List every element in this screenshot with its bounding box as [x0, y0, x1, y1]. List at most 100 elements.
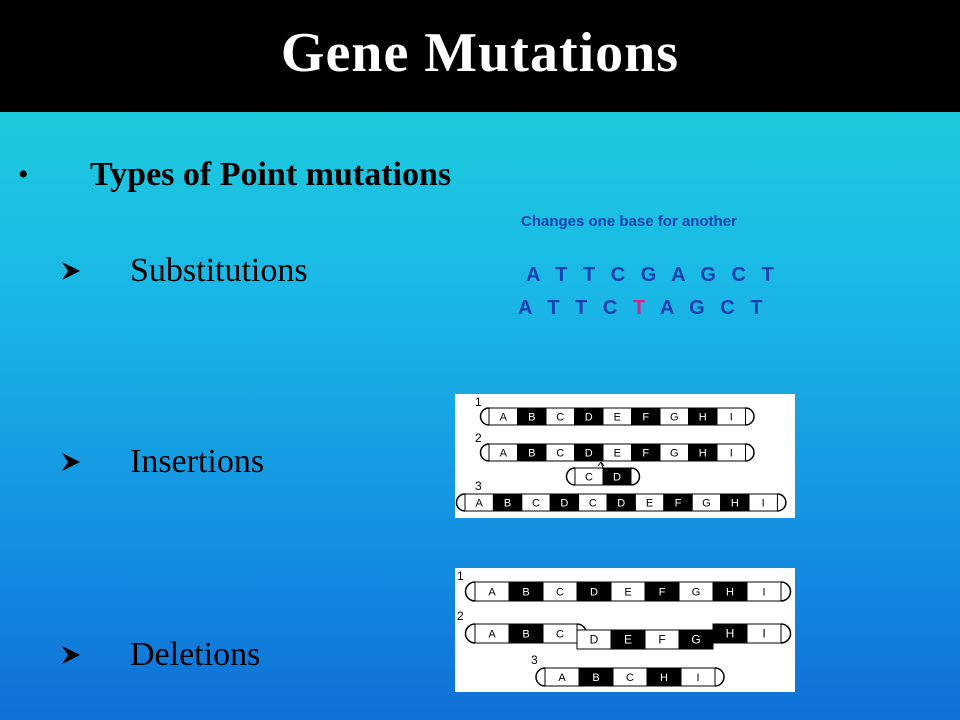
base-cell	[602, 467, 632, 486]
base-cell	[746, 623, 782, 644]
base-label: H	[731, 498, 739, 510]
base-label: D	[585, 448, 593, 460]
strand-cap	[535, 667, 546, 687]
base-cell	[680, 667, 716, 687]
base-label: D	[617, 498, 625, 510]
base-label: C	[556, 629, 564, 641]
strand-cap	[479, 407, 490, 426]
row-number: 1	[457, 569, 464, 583]
base-label: H	[660, 672, 668, 684]
base-label: H	[726, 627, 735, 641]
base-label: F	[659, 587, 666, 599]
arrow-bullet-icon	[62, 262, 80, 280]
base-label: E	[614, 412, 621, 424]
strand-cap	[745, 407, 755, 426]
base-label: A	[488, 587, 496, 599]
base-label: F	[675, 498, 682, 510]
base: T	[575, 297, 603, 319]
base-label: D	[560, 498, 568, 510]
base: G	[689, 297, 721, 319]
base-label: C	[532, 498, 540, 510]
base-label: B	[522, 587, 529, 599]
substitution-caption: Changes one base for another	[521, 213, 737, 230]
base-label: C	[556, 412, 564, 424]
slide-subtitle: Types of Point mutations	[90, 156, 452, 193]
base-label: B	[592, 672, 599, 684]
base-label: A	[488, 629, 496, 641]
base-cell	[746, 581, 782, 602]
base-label: C	[626, 672, 634, 684]
base-label: C	[556, 587, 564, 599]
base-label: A	[558, 672, 566, 684]
base-label: H	[726, 587, 734, 599]
title-bar: Gene Mutations	[0, 0, 960, 112]
strand-cap	[714, 667, 725, 687]
strand-cap	[464, 581, 476, 602]
base-cell	[716, 443, 746, 462]
base-label: C	[556, 448, 564, 460]
base-label: E	[614, 448, 621, 460]
base-label: E	[646, 498, 653, 510]
item-label: Deletions	[130, 636, 261, 673]
bullet-dot: •	[18, 158, 29, 191]
row-number: 1	[475, 395, 482, 409]
list-item-insertions: Insertions	[60, 443, 264, 481]
base-label: B	[522, 629, 529, 641]
base: C	[720, 297, 751, 319]
base-label: F	[642, 448, 649, 460]
base-label: G	[691, 633, 700, 647]
base-label: I	[730, 448, 733, 460]
row-number: 2	[457, 609, 464, 623]
base-label: C	[585, 472, 593, 484]
strand-cap	[565, 467, 576, 486]
arrow-bullet-icon	[62, 646, 80, 664]
strand-left: A B C	[464, 623, 588, 644]
strand-cap	[630, 467, 641, 486]
base-label: F	[642, 412, 649, 424]
strand-cap	[455, 493, 466, 512]
base: A	[518, 297, 548, 319]
base-label: I	[762, 498, 765, 510]
strand-cap	[777, 493, 787, 512]
base-label: H	[699, 412, 707, 424]
base: T	[750, 297, 768, 319]
strand-cap	[780, 581, 792, 602]
base-label: G	[670, 448, 679, 460]
strand-original: A B C D E F G H I	[464, 581, 792, 602]
base-label: E	[624, 587, 631, 599]
base-label: I	[762, 587, 765, 599]
base: A	[659, 297, 690, 319]
base-cell	[716, 407, 746, 426]
row-number: 3	[531, 653, 538, 667]
base-label: A	[476, 498, 484, 510]
strand-cap	[464, 623, 476, 644]
base-label: D	[585, 412, 593, 424]
item-label: Substitutions	[130, 252, 308, 289]
mutated-sequence: A T T C T A G C T	[518, 297, 767, 320]
base-label: A	[500, 412, 508, 424]
mutated-base: T	[632, 297, 660, 319]
base-label: A	[500, 448, 508, 460]
slide-title: Gene Mutations	[280, 22, 680, 84]
base-label: D	[590, 587, 598, 599]
base-label: D	[613, 472, 621, 484]
base-cell	[748, 493, 778, 512]
base-label: G	[692, 587, 701, 599]
base-label: B	[504, 498, 511, 510]
base-label: E	[624, 633, 632, 647]
base-label: C	[589, 498, 597, 510]
row-number: 3	[475, 479, 482, 493]
list-item-substitutions: Substitutions	[60, 252, 308, 290]
base-label: G	[670, 412, 679, 424]
base-label: B	[528, 448, 535, 460]
base-label: D	[590, 633, 599, 647]
